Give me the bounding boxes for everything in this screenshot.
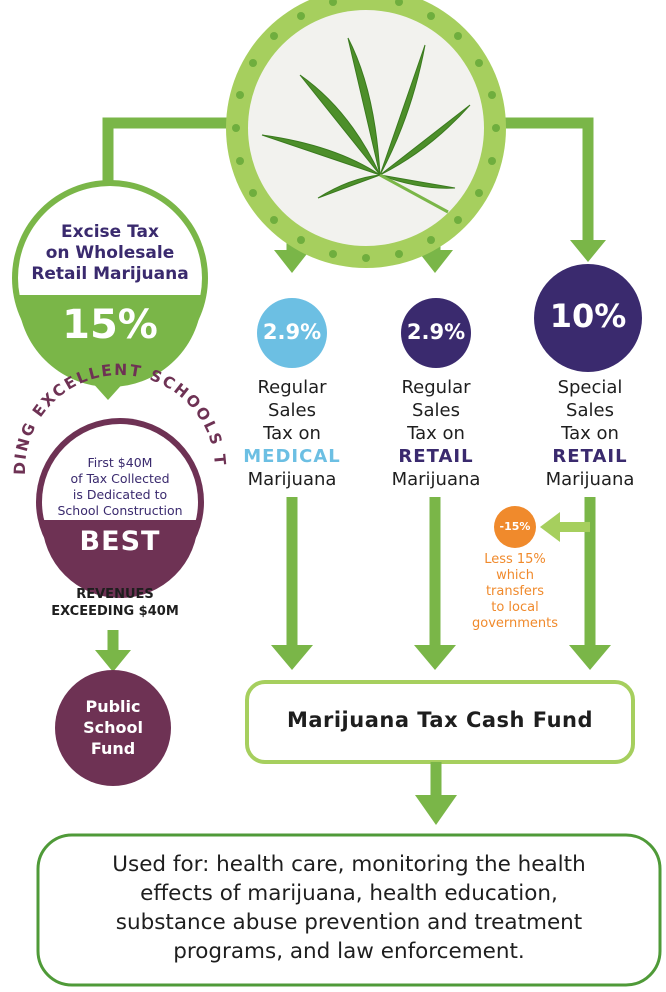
retail-tax-circle bbox=[401, 298, 471, 368]
local-share-line: which bbox=[496, 568, 534, 583]
uses-box bbox=[36, 833, 662, 987]
retail-tax-percent: 2.9% bbox=[406, 320, 466, 344]
cash-fund-label: Marijuana Tax Cash Fund bbox=[286, 708, 594, 732]
excise-title-line: Retail Marijuana bbox=[31, 264, 189, 284]
special-tax-label: Special Sales Tax on RETAIL Marijuana bbox=[530, 376, 650, 491]
retail-keyword: RETAIL bbox=[552, 446, 628, 467]
local-share-line: governments bbox=[471, 616, 559, 631]
arrow-to-local bbox=[540, 512, 560, 542]
public-school-fund-line: Fund bbox=[90, 739, 136, 758]
local-share-circle bbox=[494, 506, 536, 548]
connector-to-special bbox=[500, 117, 594, 245]
arrow-to-public-fund bbox=[95, 650, 131, 672]
uses-line: substance abuse prevention and treatment bbox=[115, 910, 583, 935]
arrow-special-to-fund bbox=[569, 645, 611, 670]
leaf-medallion bbox=[226, 0, 506, 268]
uses-line: effects of marijuana, health education, bbox=[140, 881, 558, 906]
retail-tax-label: Regular Sales Tax on RETAIL Marijuana bbox=[376, 376, 496, 491]
revenues-line: EXCEEDING $40M bbox=[51, 604, 179, 619]
arrow-to-special bbox=[570, 240, 606, 262]
local-share-line: to local bbox=[491, 600, 539, 615]
best-description-line: School Construction bbox=[57, 503, 183, 518]
special-tax-circle bbox=[534, 264, 642, 372]
best-acronym: BEST bbox=[79, 526, 161, 557]
best-description-line: is Dedicated to bbox=[72, 487, 168, 502]
special-tax-percent: 10% bbox=[549, 297, 627, 335]
medical-tax-line: Sales bbox=[268, 400, 316, 421]
excise-percent: 15% bbox=[62, 302, 158, 348]
excise-tax-circle bbox=[12, 180, 208, 387]
medical-tax-percent: 2.9% bbox=[262, 320, 322, 344]
excise-title-line: Excise Tax bbox=[61, 222, 159, 242]
excise-title-line: on Wholesale bbox=[45, 243, 175, 263]
special-tax-line: Special bbox=[557, 377, 623, 398]
retail-keyword: RETAIL bbox=[398, 446, 474, 467]
retail-tax-line: Tax on bbox=[407, 423, 465, 444]
excise-title: Excise Tax on Wholesale Retail Marijuana bbox=[20, 222, 200, 285]
cannabis-leaf-icon bbox=[261, 37, 471, 214]
local-share-percent: -15% bbox=[499, 520, 531, 533]
retail-tax-line: Sales bbox=[412, 400, 460, 421]
local-share-label: Less 15% which transfers to local govern… bbox=[455, 552, 575, 632]
public-school-fund-label: Public School Fund bbox=[55, 696, 171, 759]
medical-tax-line: Tax on bbox=[263, 423, 321, 444]
public-school-fund-line: School bbox=[83, 718, 143, 737]
uses-line: Used for: health care, monitoring the he… bbox=[112, 852, 586, 877]
ring-dots bbox=[232, 0, 500, 262]
arrow-to-uses bbox=[415, 795, 457, 825]
retail-tax-line: Marijuana bbox=[391, 469, 481, 490]
special-tax-line: Tax on bbox=[561, 423, 619, 444]
best-description-line: of Tax Collected bbox=[70, 471, 170, 486]
special-tax-line: Sales bbox=[566, 400, 614, 421]
arrow-to-medical bbox=[274, 250, 310, 273]
arrow-retail-to-fund bbox=[414, 645, 456, 670]
uses-line: programs, and law enforcement. bbox=[173, 939, 525, 964]
local-share-line: Less 15% bbox=[484, 552, 546, 567]
medical-tax-line: Marijuana bbox=[247, 469, 337, 490]
best-description-line: First $40M bbox=[87, 455, 153, 470]
arrow-to-retail bbox=[417, 250, 453, 273]
revenues-label: REVENUES EXCEEDING $40M bbox=[10, 586, 220, 620]
medical-tax-label: Regular Sales Tax on MEDICAL Marijuana bbox=[232, 376, 352, 491]
local-share-line: transfers bbox=[485, 584, 545, 599]
medical-keyword: MEDICAL bbox=[243, 446, 341, 467]
best-description: First $40M of Tax Collected is Dedicated… bbox=[50, 455, 190, 519]
arrow-medical-to-fund bbox=[271, 645, 313, 670]
revenues-line: REVENUES bbox=[76, 587, 154, 602]
medical-tax-circle bbox=[257, 298, 327, 368]
public-school-fund-circle bbox=[55, 670, 171, 786]
arrow-to-best bbox=[90, 380, 126, 400]
best-badge bbox=[36, 418, 204, 598]
uses-description: Used for: health care, monitoring the he… bbox=[45, 850, 653, 966]
public-school-fund-line: Public bbox=[85, 697, 141, 716]
special-tax-line: Marijuana bbox=[545, 469, 635, 490]
medical-tax-line: Regular bbox=[257, 377, 327, 398]
retail-tax-line: Regular bbox=[401, 377, 471, 398]
